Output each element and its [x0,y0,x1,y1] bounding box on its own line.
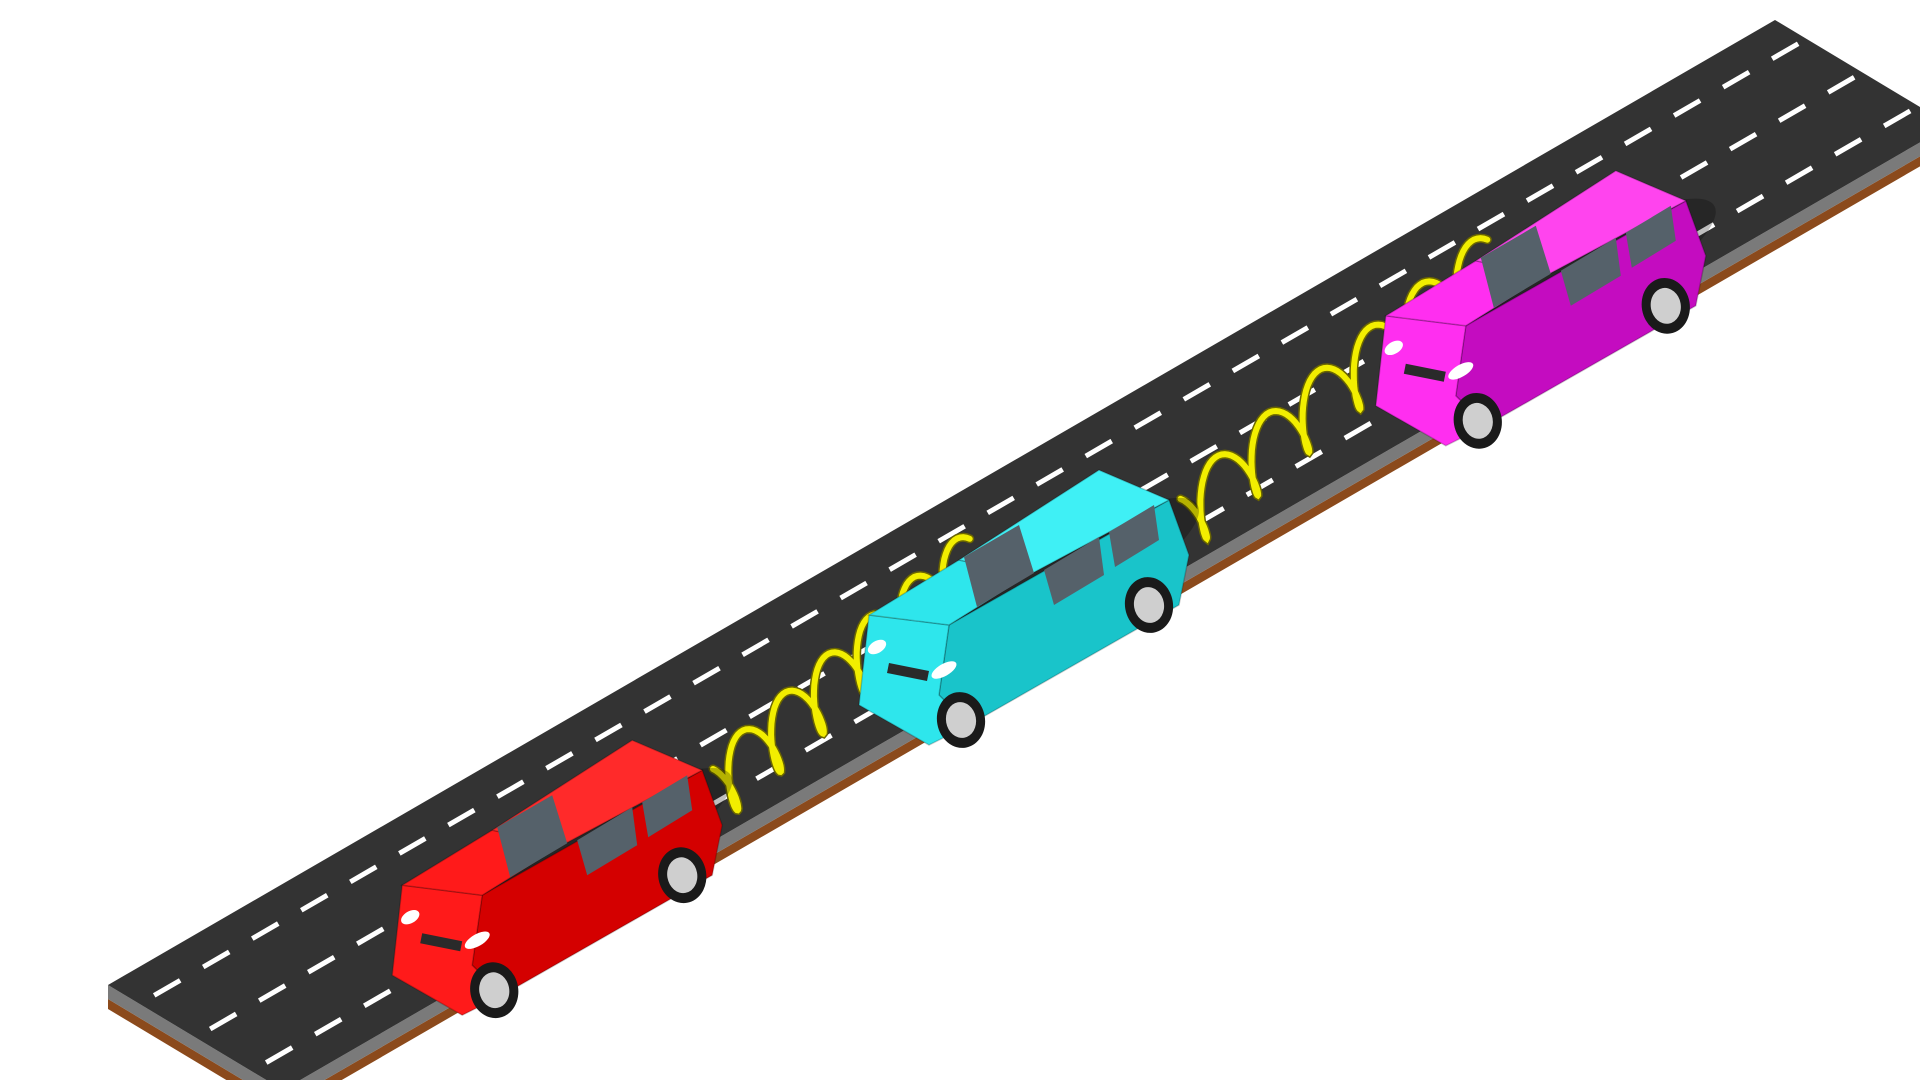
hubcap-icon [1462,402,1493,439]
lane-dash [1672,98,1702,118]
headlight-icon [401,909,420,925]
lane-dash [1833,137,1863,157]
lane-dash [1035,467,1064,487]
lane-dash [1133,410,1163,430]
lane-dash [643,694,672,714]
lane-dash [496,779,525,799]
lane-dash [1280,325,1310,345]
lane-dash [937,524,966,544]
headlight-icon [464,931,490,949]
lane-dash [1427,240,1457,260]
car-grille [1403,363,1446,382]
lane-markings [152,41,1912,1065]
lane-dash [1784,165,1814,185]
cars [391,169,1716,1019]
lane-dash [313,1017,343,1037]
hubcap-icon [1650,287,1681,324]
cyan-car [858,469,1199,748]
car-windshield-icon [497,795,568,878]
lane-dash [1182,382,1212,402]
side-mirror-icon [1555,299,1570,316]
lane-dash [594,722,623,743]
springs [708,233,1492,816]
lane-dash [1343,420,1373,441]
lane-dash [545,751,574,771]
lane-dash [1728,131,1758,152]
lane-dash [1525,183,1555,203]
hubcap-icon [1133,587,1165,623]
lane-dash [1623,126,1653,147]
lane-dash [692,665,721,686]
lane-dash [1735,193,1765,214]
car-side-window-icon [577,807,638,876]
car-side-window-icon [1560,237,1621,306]
lane-dash [1476,211,1506,232]
magenta-car [1375,169,1716,449]
lane-dash [1826,75,1856,95]
lane-dash [1378,268,1408,288]
headlight-icon [931,661,957,679]
lane-dash [1329,297,1359,317]
spring-icon [1177,235,1491,544]
lane-dash [251,921,280,941]
car-windshield-icon [964,525,1034,607]
lane-dash [1721,69,1751,90]
lane-dash [363,988,392,1008]
lane-dash [264,1045,294,1065]
lane-dash [356,926,385,947]
hubcap-icon [945,702,977,738]
lane-dash [741,637,770,657]
side-mirror-icon [572,869,587,886]
lane-dash [307,955,336,975]
lane-dash [201,949,231,970]
lane-dash [208,1011,238,1032]
lane-dash [1770,41,1800,61]
lane-dash [1574,155,1604,175]
lane-dash [300,893,329,913]
headlight-icon [867,639,887,655]
spring-red-to-cyan [708,532,975,816]
lane-dash [1294,449,1324,469]
headlight-icon [1448,362,1474,380]
lane-dash [1882,108,1912,129]
car-rear-window-icon [1625,205,1676,268]
lane-dash [1189,444,1219,464]
car-windshield-icon [1480,225,1551,308]
lane-dash [888,552,917,572]
lane-dash [1679,160,1709,180]
lane-dash [398,836,427,856]
lane-dash [790,609,819,629]
lane-dash [1777,103,1807,123]
car-rear-window-icon [1109,505,1159,567]
lane-dash [349,864,378,885]
lane-dash [447,807,476,828]
car-rear-window-icon [642,775,693,838]
hubcap-icon [667,857,698,894]
lane-dash [1140,472,1169,492]
lane-dash [839,580,868,601]
lane-dash [804,733,833,753]
headlight-icon [1384,340,1403,356]
lane-dash [1231,353,1261,374]
car-grille [887,663,929,681]
side-mirror-icon [1039,599,1053,615]
lane-dash [257,983,287,1003]
lane-dash [986,495,1015,516]
car-grille [420,933,463,952]
lane-dash [1084,438,1113,459]
lane-dash [699,727,728,748]
spring-icon [710,534,973,814]
hubcap-icon [479,972,510,1009]
spring-cyan-to-magenta [1176,233,1492,546]
lane-dash [152,978,182,998]
car-side-window-icon [1044,537,1104,605]
red-car [391,739,733,1019]
